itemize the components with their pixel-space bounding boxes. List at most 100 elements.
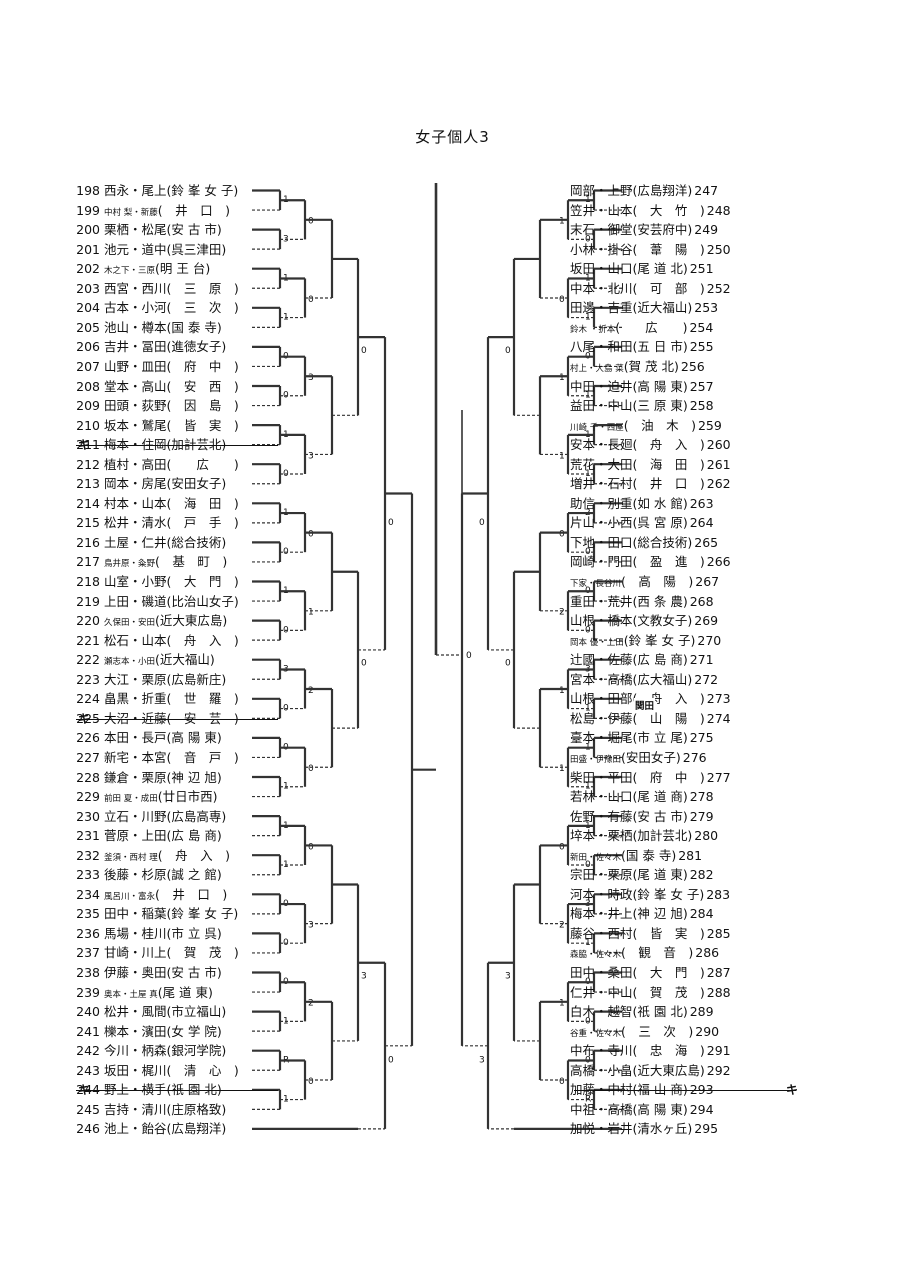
- entry-number: 282: [689, 867, 714, 883]
- entry-names: 梅本・住岡: [104, 437, 167, 453]
- entry-school: (銀河学院): [166, 1043, 227, 1059]
- entry-school: (呉三津田): [166, 241, 227, 257]
- entry-names: 中祖・高橋: [570, 1101, 633, 1117]
- entry-school: ( 大 竹 ): [632, 202, 705, 218]
- entry-number: 242: [76, 1043, 100, 1059]
- entry-number: 246: [76, 1121, 100, 1137]
- entry-row: 宮本・高橋(広大福山)272: [570, 670, 800, 689]
- score-label: 0: [559, 1077, 565, 1087]
- score-label: 3: [479, 1055, 485, 1065]
- entry-names: 佐野・有藤: [570, 808, 633, 824]
- score-label: 0: [308, 295, 314, 305]
- entry-names: 甘崎・川上: [104, 945, 167, 961]
- entry-number: 264: [689, 515, 714, 531]
- entry-row: 山根・田部( 舟 入 )273: [570, 689, 800, 708]
- entry-school: (神 辺 旭): [166, 769, 222, 785]
- entry-row: 宗田・栗原(尾 道 東)282: [570, 865, 800, 884]
- entry-number: 262: [706, 476, 731, 492]
- entry-names: 梅本・井上: [570, 906, 633, 922]
- score-label: 0: [308, 842, 314, 852]
- entry-names: 谷重・佐々木: [570, 1028, 622, 1039]
- entry-school: (西 条 農): [632, 593, 688, 609]
- entry-row: 柴田・平田( 府 中 )277: [570, 768, 800, 787]
- entry-school: ( 井 口 ): [155, 886, 228, 902]
- score-label: 1: [559, 686, 565, 696]
- entry-school: (広 島 商): [166, 828, 222, 844]
- entry-number: 261: [706, 456, 731, 472]
- entry-number: 284: [689, 906, 714, 922]
- entry-names: 今川・柄森: [104, 1043, 167, 1059]
- entry-names: 坂田・梶川: [104, 1062, 167, 1078]
- entry-names: 池山・樽本: [104, 319, 167, 335]
- entry-number: 295: [694, 1121, 719, 1137]
- entry-number: 272: [694, 671, 719, 687]
- entry-number: 290: [695, 1023, 720, 1039]
- entry-names: 柴田・平田: [570, 769, 633, 785]
- entry-school: (広島翔洋): [166, 1121, 227, 1137]
- entry-school: ( 大 門 ): [632, 965, 705, 980]
- entry-number: 206: [76, 339, 100, 355]
- entry-school: (女 学 院): [166, 1023, 222, 1039]
- entry-names: 池上・飴谷: [104, 1121, 167, 1137]
- entry-row: 中祖・高橋(高 陽 東)294: [570, 1100, 800, 1119]
- entry-names: 坂田・山口: [570, 261, 633, 277]
- entry-number: 221: [76, 632, 100, 648]
- entry-names: 松井・清水: [104, 515, 167, 531]
- entry-names: 木之下・三原: [104, 266, 156, 277]
- entry-school: (賀 茂 北): [623, 358, 679, 374]
- entry-school: ( 安 芸 ): [166, 710, 239, 726]
- entry-names: 埣本・栗栖: [570, 828, 633, 844]
- entry-names: 鈴木 ・折本: [570, 324, 616, 335]
- entry-number: 267: [695, 574, 720, 589]
- entry-row: 梅本・井上(神 辺 旭)284: [570, 904, 800, 923]
- entry-number: 228: [76, 769, 100, 785]
- entry-names: 田盛・伊豫田: [570, 754, 622, 765]
- score-label: 3: [308, 921, 314, 931]
- score-label: 1: [559, 999, 565, 1009]
- entry-number: 293: [689, 1082, 714, 1098]
- entry-school: ( 舟 入 ): [157, 847, 230, 863]
- entry-number: 270: [697, 632, 722, 648]
- entry-row: 荒花・大田( 海 田 )261: [570, 455, 800, 474]
- entry-row: 重田・荒井(西 条 農)268: [570, 592, 800, 611]
- entry-school: ( 大 門 ): [166, 574, 239, 589]
- entry-names: 瀬志本・小田: [104, 657, 156, 668]
- entry-row: 田邊・吉重(近大福山)253: [570, 298, 800, 317]
- entry-number: 198: [76, 183, 100, 198]
- entry-row: 河本・時政(鈴 峯 女 子)283: [570, 885, 800, 904]
- entry-names: 辻國・佐藤: [570, 652, 633, 668]
- entry-names: 田邊・吉重: [570, 300, 633, 316]
- entry-names: 河本・時政: [570, 886, 633, 902]
- entry-number: 265: [694, 534, 719, 550]
- entry-school: (広島新庄): [166, 671, 227, 687]
- entry-number: 260: [706, 437, 731, 453]
- entry-row: 鈴木 ・折本( 広 )254: [570, 318, 800, 337]
- score-label: 0: [361, 659, 367, 669]
- withdrawal-mark: キ: [786, 1083, 799, 1098]
- entry-names: 村本・山本: [104, 495, 167, 511]
- entry-names: 堂本・高山: [104, 378, 167, 394]
- entry-school: (近大福山): [632, 300, 693, 316]
- entry-school: (如 水 館): [632, 495, 688, 511]
- score-label: 0: [559, 530, 565, 540]
- entry-school: (三 原 東): [632, 398, 688, 414]
- entry-names: 重田・荒井: [570, 593, 633, 609]
- entry-row: 森脇・佐々木( 観 音 )286: [570, 943, 800, 962]
- entry-number: 201: [76, 241, 100, 257]
- entry-names: 馬場・桂川: [104, 925, 167, 941]
- entry-school: (国 泰 寺): [166, 319, 222, 335]
- entry-names: 加悦・岩井: [570, 1121, 633, 1137]
